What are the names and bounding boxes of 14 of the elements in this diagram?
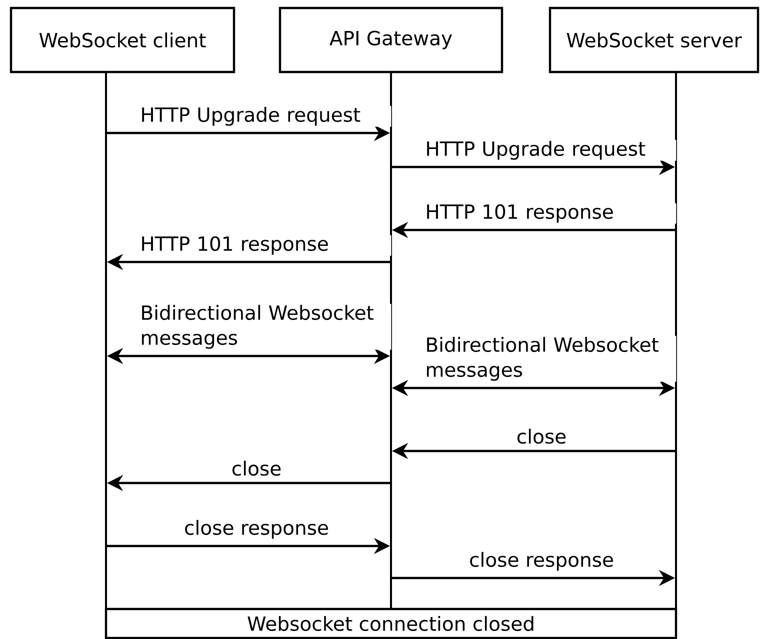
edge-label: HTTP 101 response — [139, 235, 392, 256]
edge-label: close — [230, 460, 283, 477]
edge-label: close — [515, 428, 568, 445]
edge-label: close response — [183, 518, 330, 540]
edge-label: HTTP Upgrade request — [139, 106, 392, 127]
participant-box: WebSocket server — [548, 6, 760, 74]
edge-label: Bidirectional Websocket messages — [139, 304, 392, 350]
participant-box: WebSocket client — [10, 6, 236, 74]
edge-label: close response — [468, 550, 615, 572]
participant-box: API Gateway — [278, 6, 504, 74]
edge-label: HTTP Upgrade request — [424, 140, 676, 161]
edge-label: HTTP 101 response — [424, 203, 676, 224]
edge-label: Bidirectional Websocket messages — [424, 336, 676, 382]
footer-bar: Websocket connection closed — [104, 608, 678, 639]
